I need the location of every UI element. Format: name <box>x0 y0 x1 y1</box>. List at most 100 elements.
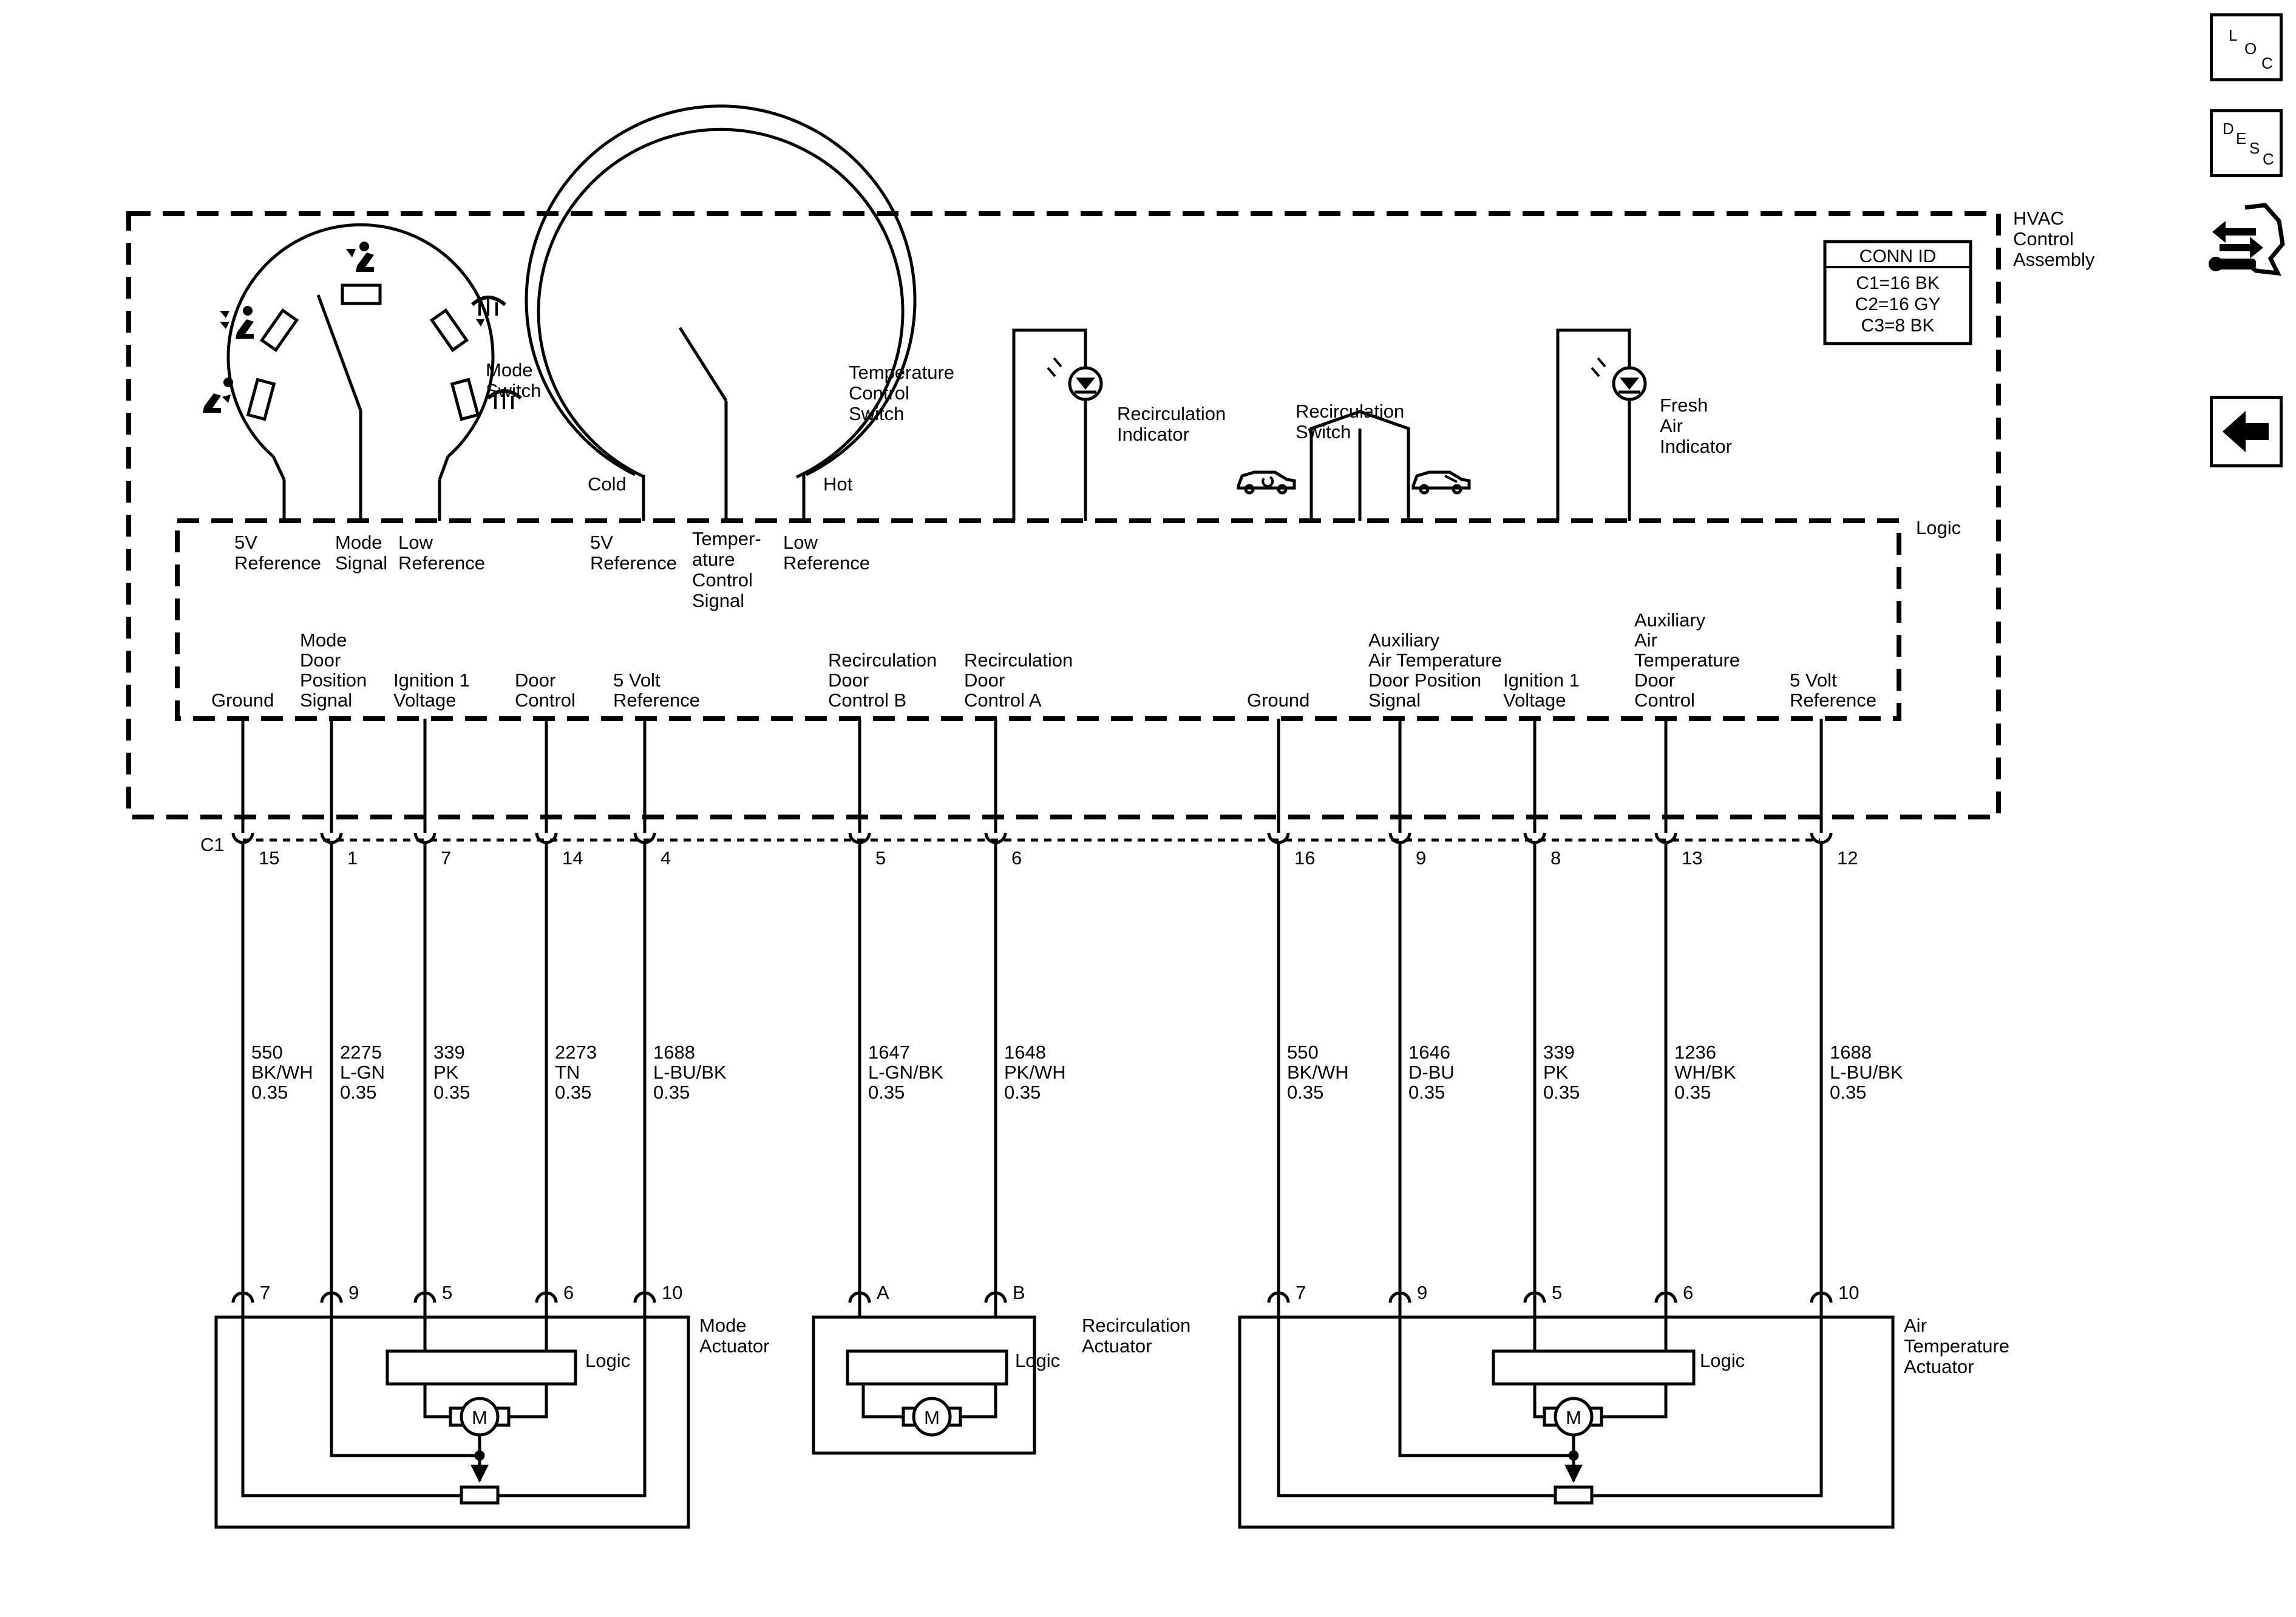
recirculation-actuator-logic-label: Logic <box>1015 1350 1060 1371</box>
logic-label: Logic <box>1916 517 1961 538</box>
loc-letter-l: L <box>2229 26 2238 44</box>
c1-pin-symbol <box>1523 832 1546 844</box>
mode-icons <box>203 242 522 413</box>
logic-boundary <box>175 518 1901 721</box>
air-temperature-actuator-motor-label: M <box>1566 1407 1581 1428</box>
c1-pin-symbol <box>1654 832 1677 844</box>
temperature-control-signal-label: Temper- ature Control Signal <box>692 528 766 611</box>
actuator-pin-number: 5 <box>1552 1282 1562 1303</box>
mode-actuator-label: Mode Actuator <box>699 1315 769 1357</box>
c1-pin-symbol <box>535 832 558 844</box>
back-button[interactable] <box>2210 396 2283 467</box>
mode-low-reference-label: Low Reference <box>398 532 485 574</box>
floor-vent-icon <box>203 378 233 413</box>
air-temperature-actuator <box>1238 1315 1895 1529</box>
bi-level-icon <box>220 306 254 339</box>
location-button[interactable]: L O C <box>2210 13 2283 81</box>
actuator-pin-number: 9 <box>1417 1282 1427 1303</box>
actuator-pin-number: 6 <box>1683 1282 1693 1303</box>
c1-pin-number: 13 <box>1682 847 1702 869</box>
recirculation-actuator-motor-label: M <box>924 1407 940 1428</box>
mode-actuator-motor-label: M <box>472 1407 487 1428</box>
c1-pin-symbol <box>413 832 436 844</box>
c1-pin-number: 7 <box>441 847 451 869</box>
desc-letter-e: E <box>2236 129 2247 147</box>
loc-letter-c: C <box>2261 54 2273 72</box>
mode-signal-label: Mode Signal <box>335 532 387 574</box>
c1-pin-symbol <box>984 832 1007 844</box>
conn-id-line: C3=8 BK <box>1861 316 1935 336</box>
recirculation-switch-label: Recirculation Switch <box>1296 401 1410 442</box>
panel-vent-icon <box>346 242 374 272</box>
recirculation-actuator-label: Recirculation Actuator <box>1082 1315 1196 1357</box>
air-temperature-actuator-label: Air Temperature Actuator <box>1904 1315 2015 1377</box>
c1-pin-symbol <box>1388 832 1411 844</box>
c1-pin-symbol <box>1267 832 1290 844</box>
c1-pin-symbol <box>848 832 871 844</box>
conn-id-title: CONN ID <box>1860 246 1937 266</box>
actuator-pin-number: 10 <box>662 1282 682 1303</box>
desc-letter-s: S <box>2249 139 2260 157</box>
c1-pin-number: 8 <box>1550 847 1561 869</box>
c1-pin-number: 5 <box>875 847 886 869</box>
recirculation-indicator-label: Recirculation Indicator <box>1117 403 1231 445</box>
recirculation-actuator <box>812 1315 1036 1455</box>
c1-pin-number: 6 <box>1011 847 1022 869</box>
actuator-pin-number: 9 <box>348 1282 359 1303</box>
conn-id-line: C2=16 GY <box>1855 294 1941 314</box>
conn-id-line: C1=16 BK <box>1856 273 1940 293</box>
c1-pin-symbol <box>320 832 343 844</box>
air-temperature-actuator-logic-label: Logic <box>1700 1350 1745 1371</box>
description-button[interactable]: D E S C <box>2210 109 2283 177</box>
hvac-control-assembly-boundary <box>126 211 2001 819</box>
actuator-pin-number: B <box>1013 1282 1025 1303</box>
actuator-pin-number: A <box>877 1282 889 1303</box>
c1-pin-number: 14 <box>562 847 583 869</box>
c1-pin-symbol <box>231 832 254 844</box>
cold-label: Cold <box>588 473 627 495</box>
mode-actuator <box>214 1315 690 1529</box>
actuator-pin-number: 10 <box>1838 1282 1859 1303</box>
desc-letter-c: C <box>2263 150 2274 168</box>
back-arrow-icon <box>2223 411 2269 452</box>
connector-swap-icon[interactable] <box>2207 195 2286 286</box>
hot-label: Hot <box>823 473 853 495</box>
hvac-control-assembly-label: HVAC Control Assembly <box>2013 208 2095 270</box>
actuator-pin-number: 6 <box>563 1282 574 1303</box>
actuator-pin-number: 5 <box>442 1282 452 1303</box>
defrost-floor-icon <box>470 296 506 327</box>
logic-terminal-label: Ground <box>1247 690 1309 711</box>
c1-pin-number: 12 <box>1837 847 1858 869</box>
loc-letter-o: O <box>2244 39 2257 58</box>
c1-pin-number: 1 <box>347 847 358 869</box>
temperature-control-switch <box>525 104 917 521</box>
